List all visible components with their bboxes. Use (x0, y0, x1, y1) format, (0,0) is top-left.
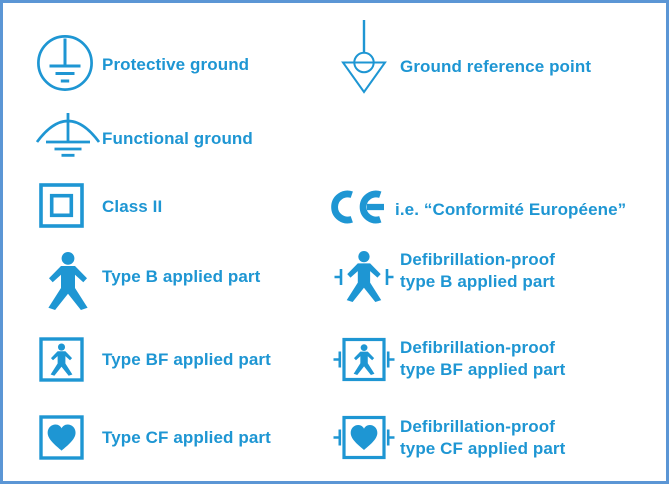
type-b-label: Type B applied part (102, 267, 261, 286)
class-ii-label: Class II (102, 197, 163, 216)
type-bf-symbol (39, 337, 84, 382)
type-cf-boxed-heart-icon (39, 415, 84, 460)
defib-proof-type-bf-label: Defibrillation-proof type BF applied par… (400, 338, 566, 379)
type-b-body-icon (48, 252, 88, 310)
ce-mark-symbol (331, 190, 385, 224)
ground-reference-point-icon (341, 20, 387, 94)
protective-ground-symbol (36, 34, 94, 92)
type-bf-label: Type BF applied part (102, 350, 271, 369)
defib-proof-type-cf-symbol (333, 415, 395, 461)
defib-proof-type-bf-symbol (333, 337, 395, 383)
functional-ground-symbol (35, 110, 101, 157)
functional-ground-icon (35, 113, 101, 157)
ce-mark-label: i.e. “Conformité Européene” (395, 200, 627, 219)
functional-ground-label: Functional ground (102, 129, 253, 148)
defib-proof-type-b-icon (334, 251, 394, 303)
ground-reference-point-label: Ground reference point (400, 57, 592, 76)
type-cf-label: Type CF applied part (102, 428, 271, 447)
class-ii-icon (39, 183, 84, 228)
defib-proof-type-cf-label: Defibrillation-proof type CF applied par… (400, 417, 566, 458)
ce-mark-icon (331, 190, 384, 224)
defib-proof-type-b-symbol (334, 250, 394, 304)
type-cf-symbol (39, 415, 84, 460)
type-b-symbol (46, 252, 90, 310)
protective-ground-icon (37, 35, 93, 91)
ground-reference-point-symbol (340, 18, 388, 94)
defib-proof-type-b-label: Defibrillation-proof type B applied part (400, 250, 555, 291)
class-ii-symbol (39, 183, 84, 228)
defib-proof-type-bf-icon (333, 337, 395, 382)
type-bf-boxed-body-icon (39, 337, 84, 382)
defib-proof-type-cf-icon (333, 415, 395, 460)
protective-ground-label: Protective ground (102, 55, 250, 74)
